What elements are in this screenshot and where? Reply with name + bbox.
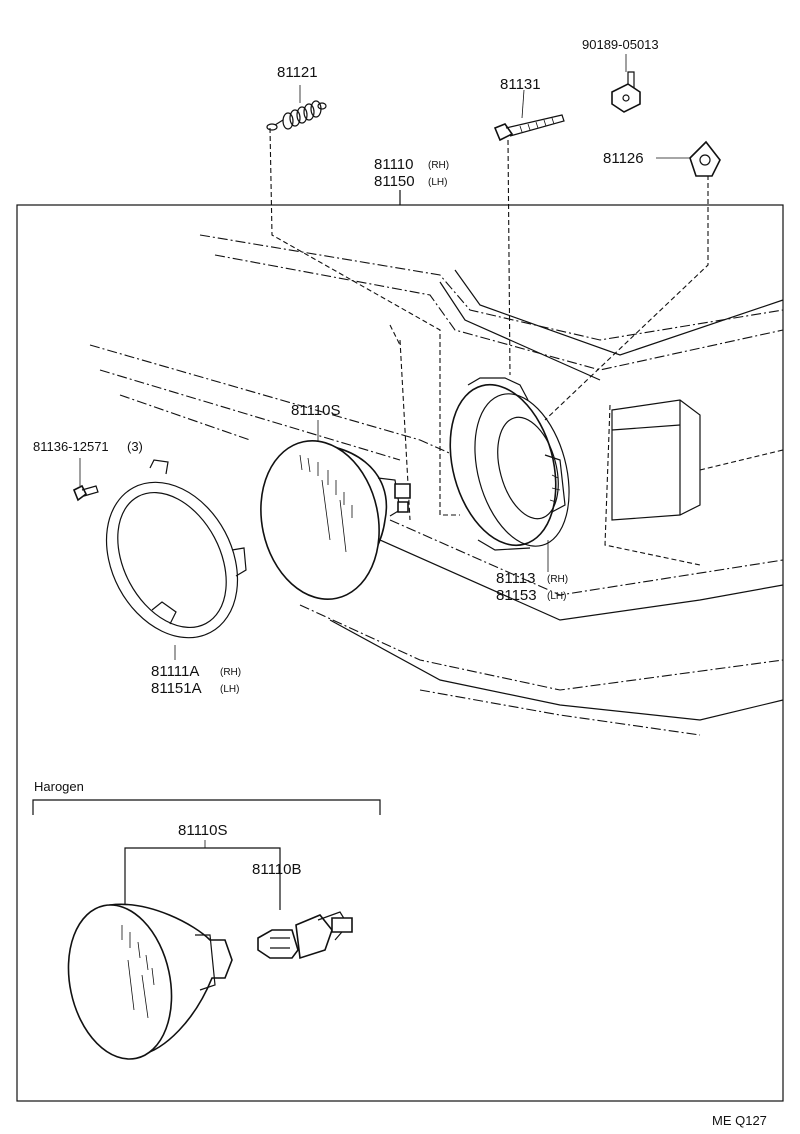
vehicle-body-outline xyxy=(89,234,784,736)
label-clip-part: 90189-05013 xyxy=(582,37,659,52)
headlamp-housing-icon xyxy=(449,377,570,572)
label-housing-rh-side: (RH) xyxy=(547,574,568,585)
label-housing-lh-side: (LH) xyxy=(547,591,566,602)
label-housing-rh: 81113 xyxy=(496,570,536,587)
retaining-ring-icon xyxy=(105,459,247,660)
label-halogen-unit: 81110S xyxy=(178,822,228,839)
label-screw-small-qty: (3) xyxy=(127,439,143,454)
label-unit-lh: 81150 xyxy=(374,173,415,190)
halogen-unit-icon xyxy=(67,903,233,1060)
footer-code: ME Q127 xyxy=(712,1113,767,1128)
label-ring-rh: 81111A xyxy=(151,663,199,680)
section-title: Harogen xyxy=(34,779,84,794)
small-screw-icon xyxy=(72,458,99,502)
label-nut: 81126 xyxy=(603,150,644,167)
label-unit-rh-side: (RH) xyxy=(428,160,449,171)
screw-icon xyxy=(493,89,565,142)
label-unit-lh-side: (LH) xyxy=(428,177,447,188)
label-unit-rh: 81110 xyxy=(374,156,414,173)
leader-lines xyxy=(269,127,709,516)
label-screw: 81131 xyxy=(500,76,541,93)
label-screw-small: 81136-12571 xyxy=(33,439,109,454)
halogen-leaders xyxy=(124,840,281,910)
label-spring: 81121 xyxy=(277,64,318,81)
halogen-bulb-icon xyxy=(257,911,353,960)
nut-icon xyxy=(656,140,721,177)
label-housing-lh: 81153 xyxy=(496,587,537,604)
label-bulb: 81110B xyxy=(252,861,302,878)
spring-icon xyxy=(266,85,327,131)
halogen-bracket xyxy=(32,799,381,815)
label-sealed-beam: 81110S xyxy=(291,402,341,419)
sealed-beam-icon xyxy=(260,420,411,600)
label-ring-rh-side: (RH) xyxy=(220,667,241,678)
label-ring-lh-side: (LH) xyxy=(220,684,239,695)
label-ring-lh: 81151A xyxy=(151,680,202,697)
clip-icon xyxy=(611,54,641,113)
side-marker-lamp xyxy=(611,399,701,521)
